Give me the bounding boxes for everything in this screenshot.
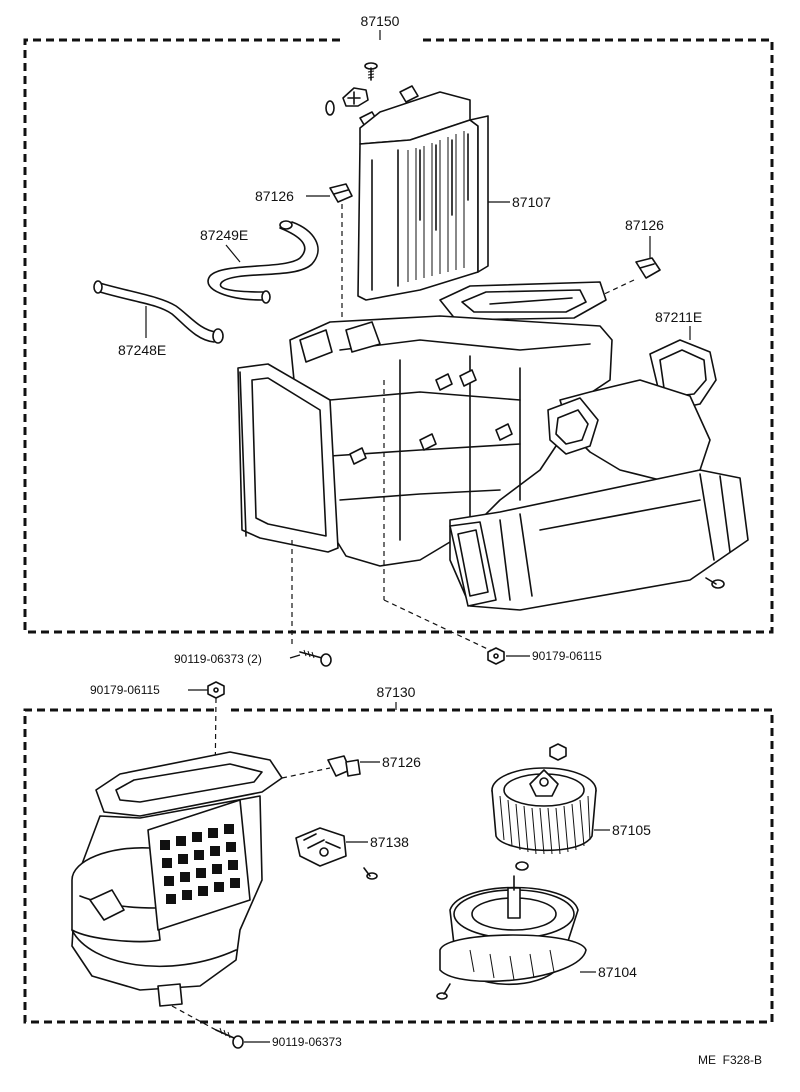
clip-icon [342,87,369,107]
clamp-left-label: 87126 [255,188,294,204]
washer-icon [515,861,529,871]
fan-nut-icon [549,743,567,761]
clamp-right-icon [635,257,661,279]
hose-lower-label: 87248E [118,342,166,358]
heater-case-icon [289,281,613,567]
nut-right-label: 90179-06115 [532,649,602,663]
radiator-core-icon [357,85,489,301]
duct-label: 87211E [655,309,702,325]
resistor-screw-icon [363,867,378,880]
clamp-lower-icon [327,755,361,777]
front-duct-icon [449,469,749,611]
clamp-left-icon [329,183,353,203]
radiator-core-label: 87107 [512,194,551,210]
motor-screw-icon [436,983,451,1000]
upper-assembly-frame [23,30,774,634]
nut-top-label: 90179-06115 [90,683,160,697]
lower-assembly-frame [23,702,774,1024]
screw-bottom-lower-label: 90119-06373 [272,1035,342,1049]
case-gasket-icon [237,363,339,553]
duct-icon [547,339,717,481]
screw-bottom-lower-icon [215,1027,244,1049]
resistor-icon [295,827,347,867]
screw-bottom-upper-label: 90119-06373 (2) [174,652,262,666]
hose-upper-icon [207,220,319,304]
lower-assembly-label: 87130 [377,684,416,700]
fan-icon [491,767,597,855]
clamp-lower-label: 87126 [382,754,421,770]
screw-right-icon [705,577,725,589]
fan-label: 87105 [612,822,651,838]
hose-upper-label: 87249E [200,227,248,243]
o-ring-icon [325,100,335,116]
nut-right-icon [487,647,505,665]
screw-bottom-upper-icon [299,649,332,667]
top-screw-icon [364,62,378,81]
blower-housing-icon [71,751,283,1007]
hose-lower-icon [93,280,224,344]
clamp-right-label: 87126 [625,217,664,233]
nut-top-icon [207,681,225,699]
motor-label: 87104 [598,964,637,980]
motor-icon [439,875,587,986]
diagram-code: ME F328-B [698,1053,762,1067]
upper-assembly-label: 87150 [361,13,400,29]
resistor-label: 87138 [370,834,409,850]
